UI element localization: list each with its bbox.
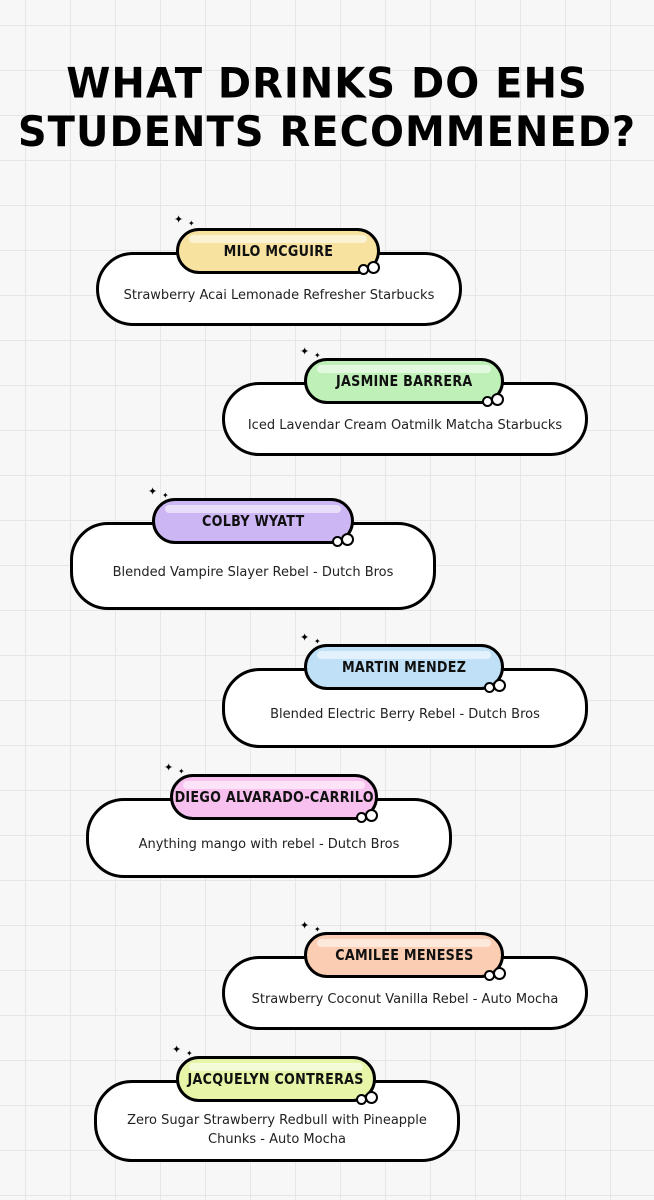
- sparkle-icon: ✦: [188, 219, 195, 228]
- name-pill: MILO MCGUIRE: [176, 228, 380, 274]
- student-name: JASMINE BARRERA: [335, 372, 473, 390]
- drink-text: Anything mango with rebel - Dutch Bros: [138, 836, 400, 852]
- drink-text: Blended Vampire Slayer Rebel - Dutch Bro…: [112, 564, 394, 580]
- sparkle-icon: ✦: [164, 761, 174, 774]
- name-pill: COLBY WYATT: [152, 498, 354, 544]
- name-pill: DIEGO ALVARADO-CARRILO: [170, 774, 378, 820]
- bubble-dots-icon: [358, 260, 384, 275]
- sparkle-icon: ✦: [314, 351, 321, 360]
- sparkle-icon: ✦: [178, 767, 185, 776]
- drink-text: Strawberry Acai Lemonade Refresher Starb…: [123, 287, 435, 303]
- bubble-dots-icon: [332, 532, 358, 547]
- title-line-1: WHAT DRINKS DO EHS: [66, 59, 588, 108]
- student-name: JACQUELYN CONTRERAS: [187, 1070, 365, 1088]
- sparkle-icon: ✦: [172, 1043, 182, 1056]
- bubble-dots-icon: [356, 1090, 382, 1105]
- student-name: DIEGO ALVARADO-CARRILO: [174, 788, 374, 806]
- student-name: MILO MCGUIRE: [223, 242, 333, 260]
- bubble-dots-icon: [482, 392, 508, 407]
- name-pill: JASMINE BARRERA: [304, 358, 504, 404]
- sparkle-icon: ✦: [162, 491, 169, 500]
- sparkle-icon: ✦: [148, 485, 158, 498]
- drink-text: Zero Sugar Strawberry Redbull with Pinea…: [127, 1113, 427, 1147]
- bubble-dots-icon: [484, 966, 510, 981]
- sparkle-icon: ✦: [300, 345, 310, 358]
- name-pill: MARTIN MENDEZ: [304, 644, 504, 690]
- bubble-dots-icon: [356, 808, 382, 823]
- name-pill: JACQUELYN CONTRERAS: [176, 1056, 376, 1102]
- sparkle-icon: ✦: [300, 631, 310, 644]
- title-line-2: STUDENTS RECOMMENED?: [17, 108, 637, 157]
- drink-text: Iced Lavendar Cream Oatmilk Matcha Starb…: [247, 417, 563, 433]
- student-name: COLBY WYATT: [201, 512, 305, 530]
- sparkle-icon: ✦: [174, 213, 184, 226]
- drink-card: Strawberry Coconut Vanilla Rebel - Auto …: [222, 956, 588, 1030]
- drink-text: Blended Electric Berry Rebel - Dutch Bro…: [270, 706, 540, 722]
- sparkle-icon: ✦: [314, 637, 321, 646]
- sparkle-icon: ✦: [314, 925, 321, 934]
- student-name: CAMILEE MENESES: [334, 946, 474, 964]
- bubble-dots-icon: [484, 678, 510, 693]
- sparkle-icon: ✦: [300, 919, 310, 932]
- drink-text: Strawberry Coconut Vanilla Rebel - Auto …: [251, 991, 559, 1007]
- page-title: WHAT DRINKS DO EHS STUDENTS RECOMMENED?: [0, 60, 654, 157]
- name-pill: CAMILEE MENESES: [304, 932, 504, 978]
- student-name: MARTIN MENDEZ: [341, 658, 467, 676]
- sparkle-icon: ✦: [186, 1049, 193, 1058]
